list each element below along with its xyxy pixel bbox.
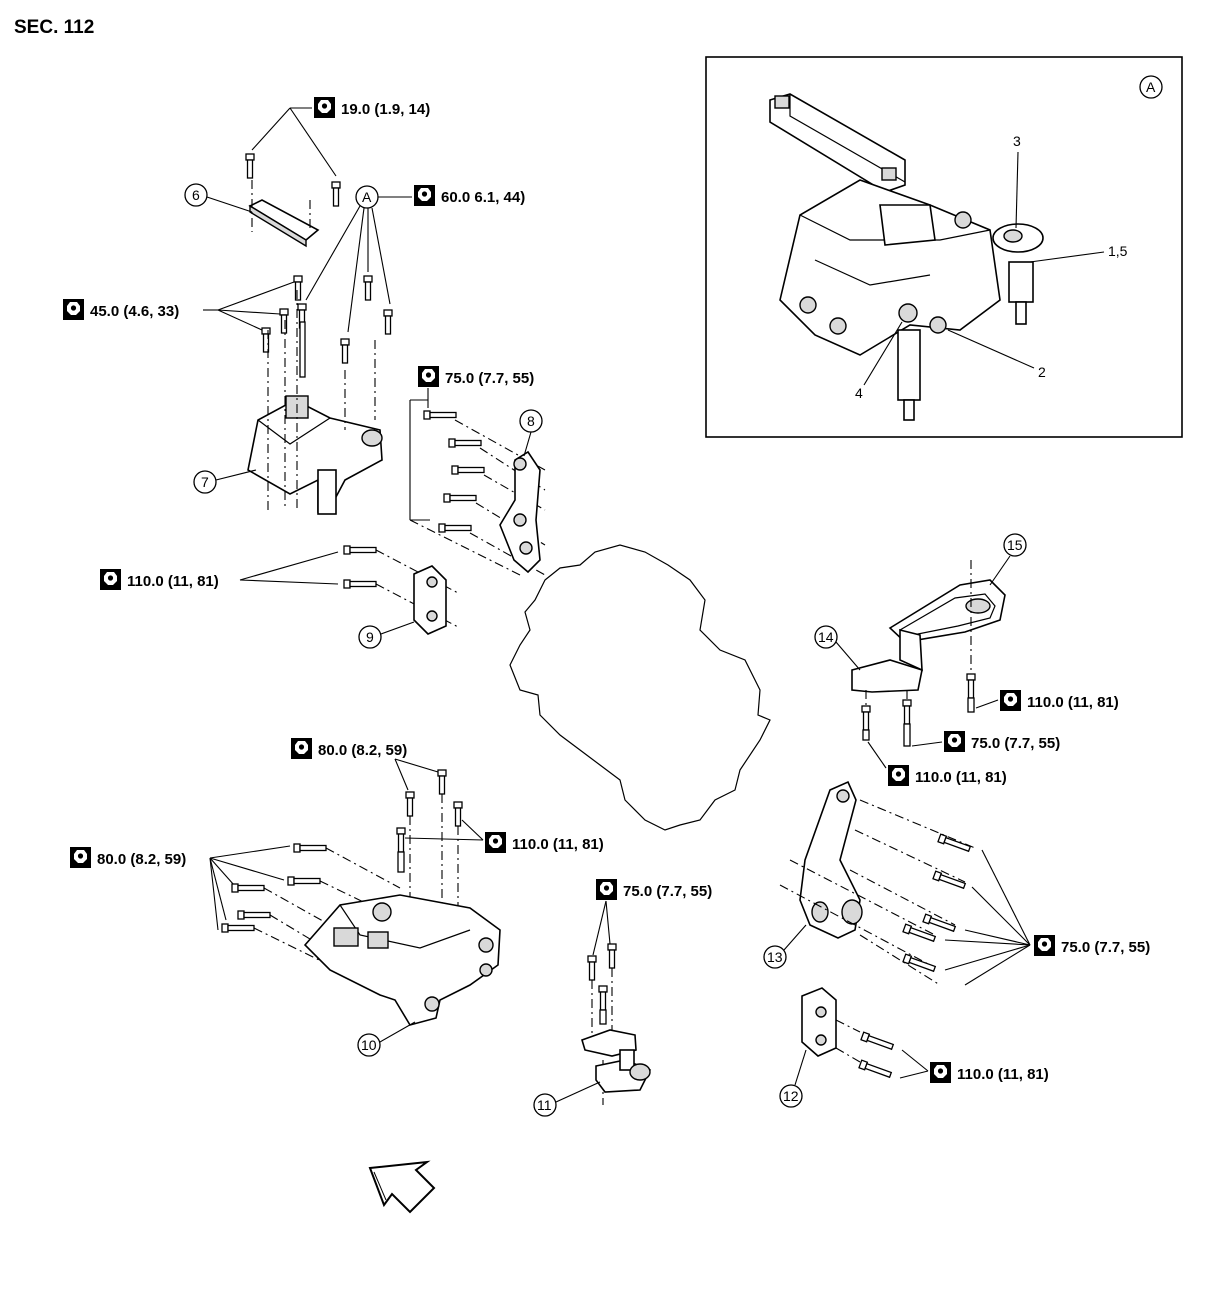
- torque-label-110-part10: 110.0 (11, 81): [512, 836, 604, 853]
- inset-detail-a: A 3 1,5 2 4: [705, 56, 1183, 438]
- torque-wrench-icon: [944, 731, 965, 752]
- torque-label-75-part11: 75.0 (7.7, 55): [623, 883, 712, 900]
- torque-label-75-part14: 75.0 (7.7, 55): [971, 735, 1060, 752]
- part-group-9: 110.0 (11, 81) 9: [100, 545, 461, 649]
- engine-outline: [509, 544, 771, 831]
- callout-part-10: 10: [361, 1037, 377, 1053]
- torque-label-75-upper: 75.0 (7.7, 55): [445, 370, 534, 387]
- torque-wrench-icon: [485, 832, 506, 853]
- section-label: SEC. 112: [14, 17, 94, 38]
- torque-label-110-part12: 110.0 (11, 81): [957, 1066, 1049, 1083]
- inset-callout-1-5: 1,5: [1108, 243, 1128, 259]
- part-group-12: 110.0 (11, 81) 12: [779, 987, 1049, 1108]
- torque-wrench-icon: [930, 1062, 951, 1083]
- part-group-11: 75.0 (7.7, 55) 11: [533, 879, 712, 1117]
- callout-part-15: 15: [1007, 537, 1023, 553]
- inset-callout-4: 4: [855, 385, 863, 401]
- inset-callout-3: 3: [1013, 133, 1021, 149]
- torque-label-19: 19.0 (1.9, 14): [341, 101, 430, 118]
- view-marker-a: A: [362, 189, 372, 205]
- torque-wrench-icon: [1034, 935, 1055, 956]
- torque-label-110-left: 110.0 (11, 81): [127, 573, 219, 590]
- callout-part-7: 7: [201, 474, 209, 490]
- torque-wrench-icon: [596, 879, 617, 900]
- callout-part-8: 8: [527, 413, 535, 429]
- callout-part-14: 14: [818, 629, 834, 645]
- torque-wrench-icon: [314, 97, 335, 118]
- callout-part-9: 9: [366, 629, 374, 645]
- torque-wrench-icon: [414, 185, 435, 206]
- torque-wrench-icon: [418, 366, 439, 387]
- inset-view-marker: A: [1146, 79, 1156, 95]
- part-group-upper-left: 19.0 (1.9, 14) 6 A 60.0 6.1, 44) 45.0 (4…: [63, 97, 525, 515]
- callout-part-6: 6: [192, 187, 200, 203]
- torque-label-60: 60.0 6.1, 44): [441, 189, 525, 206]
- inset-callout-2: 2: [1038, 364, 1046, 380]
- part-group-13: 75.0 (7.7, 55) 13: [763, 780, 1150, 986]
- torque-wrench-icon: [888, 765, 909, 786]
- torque-wrench-icon: [63, 299, 84, 320]
- torque-label-110-part15: 110.0 (11, 81): [1027, 694, 1119, 711]
- torque-wrench-icon: [1000, 690, 1021, 711]
- torque-wrench-icon: [100, 569, 121, 590]
- torque-label-45: 45.0 (4.6, 33): [90, 303, 179, 320]
- torque-label-80-left: 80.0 (8.2, 59): [97, 851, 186, 868]
- part-group-10: 80.0 (8.2, 59) 110.0 (11, 81) 80.0 (8.2,…: [70, 738, 604, 1057]
- part-group-8: 75.0 (7.7, 55) 8: [409, 366, 546, 576]
- part-group-14-15: 15 14 110.0 (11, 81) 75.0 (7.7, 55) 110.…: [814, 533, 1119, 786]
- callout-part-12: 12: [783, 1088, 799, 1104]
- torque-label-75-part13: 75.0 (7.7, 55): [1061, 939, 1150, 956]
- callout-part-13: 13: [767, 949, 783, 965]
- torque-wrench-icon: [291, 738, 312, 759]
- torque-wrench-icon: [70, 847, 91, 868]
- front-direction-arrow-icon: [368, 1160, 436, 1214]
- callout-part-11: 11: [537, 1097, 552, 1113]
- torque-label-80-upper: 80.0 (8.2, 59): [318, 742, 407, 759]
- torque-label-110-part14: 110.0 (11, 81): [915, 769, 1007, 786]
